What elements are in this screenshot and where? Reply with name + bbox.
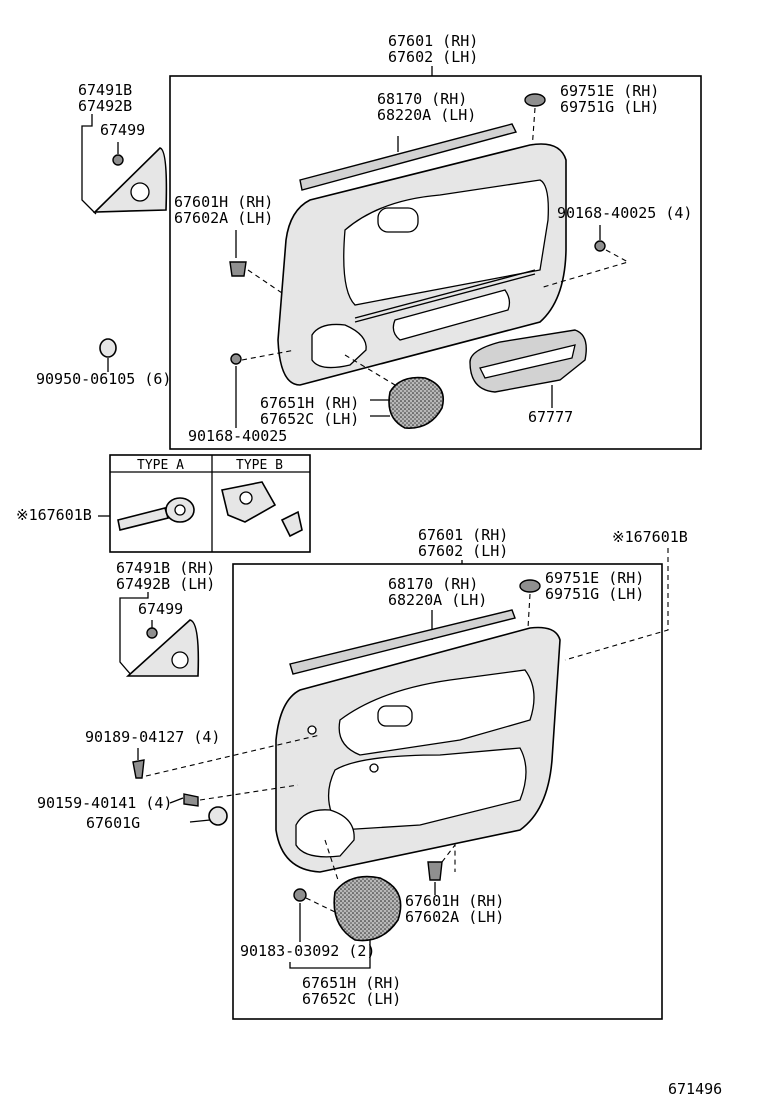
bottom-cap-label: 67601G bbox=[86, 814, 140, 832]
top-switch-lh: 69751G (LH) bbox=[560, 98, 659, 116]
type-table-callout: ※167601B bbox=[16, 506, 92, 524]
top-assembly: 67601 (RH) 67602 (LH) 68170 (RH) 68220A … bbox=[169, 32, 702, 450]
top-door-handle bbox=[377, 207, 419, 233]
top-screw-bottom-label: 90168-40025 bbox=[188, 427, 287, 445]
top-header-lh: 67602 (LH) bbox=[388, 48, 478, 66]
top-pull-pocket bbox=[392, 289, 511, 341]
bottom-screw2-label: 90159-40141 (4) bbox=[37, 794, 172, 812]
top-clip-icon bbox=[229, 261, 247, 277]
diagram-id: 671496 bbox=[668, 1080, 722, 1098]
top-switch-base bbox=[524, 93, 546, 107]
bottom-screw2-icon bbox=[183, 793, 199, 807]
mirror-cover-bottom: 67491B (RH) 67492B (LH) 67499 bbox=[116, 559, 215, 677]
top-screw-label: 90168-40025 (4) bbox=[557, 204, 692, 222]
mirror-top-cover bbox=[92, 147, 168, 213]
top-speaker-rh: 67651H (RH) bbox=[260, 394, 359, 412]
top-pocket-label: 67777 bbox=[528, 408, 573, 426]
bottom-speaker-grille bbox=[333, 875, 402, 942]
bottom-frame bbox=[232, 563, 663, 1020]
bottom-belt-moulding bbox=[289, 609, 516, 675]
bottom-clip-icon bbox=[427, 861, 443, 881]
type-table: ※167601B TYPE A TYPE B bbox=[16, 454, 311, 553]
type-b-header: TYPE B bbox=[236, 458, 283, 473]
type-a-header: TYPE A bbox=[137, 458, 184, 473]
bottom-screw1-icon bbox=[132, 759, 145, 779]
mirror-top-part-rh: 67491B bbox=[78, 81, 132, 99]
bottom-assembly: 67601 (RH) 67602 (LH) ※167601B 68170 (RH… bbox=[37, 526, 688, 1020]
bottom-screw1-label: 90189-04127 (4) bbox=[85, 728, 220, 746]
bottom-belt-rh: 68170 (RH) bbox=[388, 575, 478, 593]
bottom-clip-rh: 67601H (RH) bbox=[405, 892, 504, 910]
bottom-speaker-lh: 67652C (LH) bbox=[302, 990, 401, 1008]
bottom-header-lh: 67602 (LH) bbox=[418, 542, 508, 560]
type-b-pin bbox=[280, 510, 303, 538]
bottom-clip-lh: 67602A (LH) bbox=[405, 908, 504, 926]
mirror-top-clip-icon bbox=[112, 154, 124, 166]
type-table-frame bbox=[109, 454, 311, 553]
bottom-nut-icon bbox=[293, 888, 307, 902]
top-belt-moulding bbox=[299, 123, 518, 191]
top-clip-rh: 67601H (RH) bbox=[174, 193, 273, 211]
mirror-bottom-part-rh: 67491B (RH) bbox=[116, 559, 215, 577]
mirror-cover-top: 67491B 67492B 67499 bbox=[78, 81, 168, 215]
type-a-pin bbox=[117, 507, 170, 531]
bottom-header-rh: 67601 (RH) bbox=[418, 526, 508, 544]
bottom-upper-recess bbox=[338, 669, 535, 756]
bottom-belt-lh: 68220A (LH) bbox=[388, 591, 487, 609]
bottom-callout: ※167601B bbox=[612, 528, 688, 546]
bottom-nut-label: 90183-03092 (2) bbox=[240, 942, 375, 960]
bottom-switch-base bbox=[519, 579, 541, 593]
bottom-speaker-opening bbox=[295, 809, 355, 858]
bottom-door-handle bbox=[377, 705, 413, 727]
bottom-switch-rh: 69751E (RH) bbox=[545, 569, 644, 587]
top-header-rh: 67601 (RH) bbox=[388, 32, 478, 50]
top-frame bbox=[169, 75, 702, 450]
top-clip-lh: 67602A (LH) bbox=[174, 209, 273, 227]
bottom-switch-lh: 69751G (LH) bbox=[545, 585, 644, 603]
top-belt-rh: 68170 (RH) bbox=[377, 90, 467, 108]
top-belt-lh: 68220A (LH) bbox=[377, 106, 476, 124]
top-screw-bottom-icon bbox=[230, 353, 242, 365]
hole-plug-icon bbox=[99, 338, 117, 358]
bottom-cap-icon bbox=[208, 806, 228, 826]
top-speaker-grille bbox=[388, 376, 444, 429]
hole-plug-label: 90950-06105 (6) bbox=[36, 370, 171, 388]
top-speaker-lh: 67652C (LH) bbox=[260, 410, 359, 428]
mirror-bottom-clip-icon bbox=[146, 627, 158, 639]
mirror-top-part-lh: 67492B bbox=[78, 97, 132, 115]
top-switch-rh: 69751E (RH) bbox=[560, 82, 659, 100]
hole-plug-group: 90950-06105 (6) bbox=[36, 338, 171, 388]
top-screw-icon bbox=[594, 240, 606, 252]
top-speaker-opening bbox=[311, 323, 367, 369]
mirror-bottom-clip-label: 67499 bbox=[138, 600, 183, 618]
mirror-bottom-cover bbox=[125, 619, 200, 677]
bottom-speaker-rh: 67651H (RH) bbox=[302, 974, 401, 992]
mirror-top-clip-label: 67499 bbox=[100, 121, 145, 139]
mirror-bottom-part-lh: 67492B (LH) bbox=[116, 575, 215, 593]
